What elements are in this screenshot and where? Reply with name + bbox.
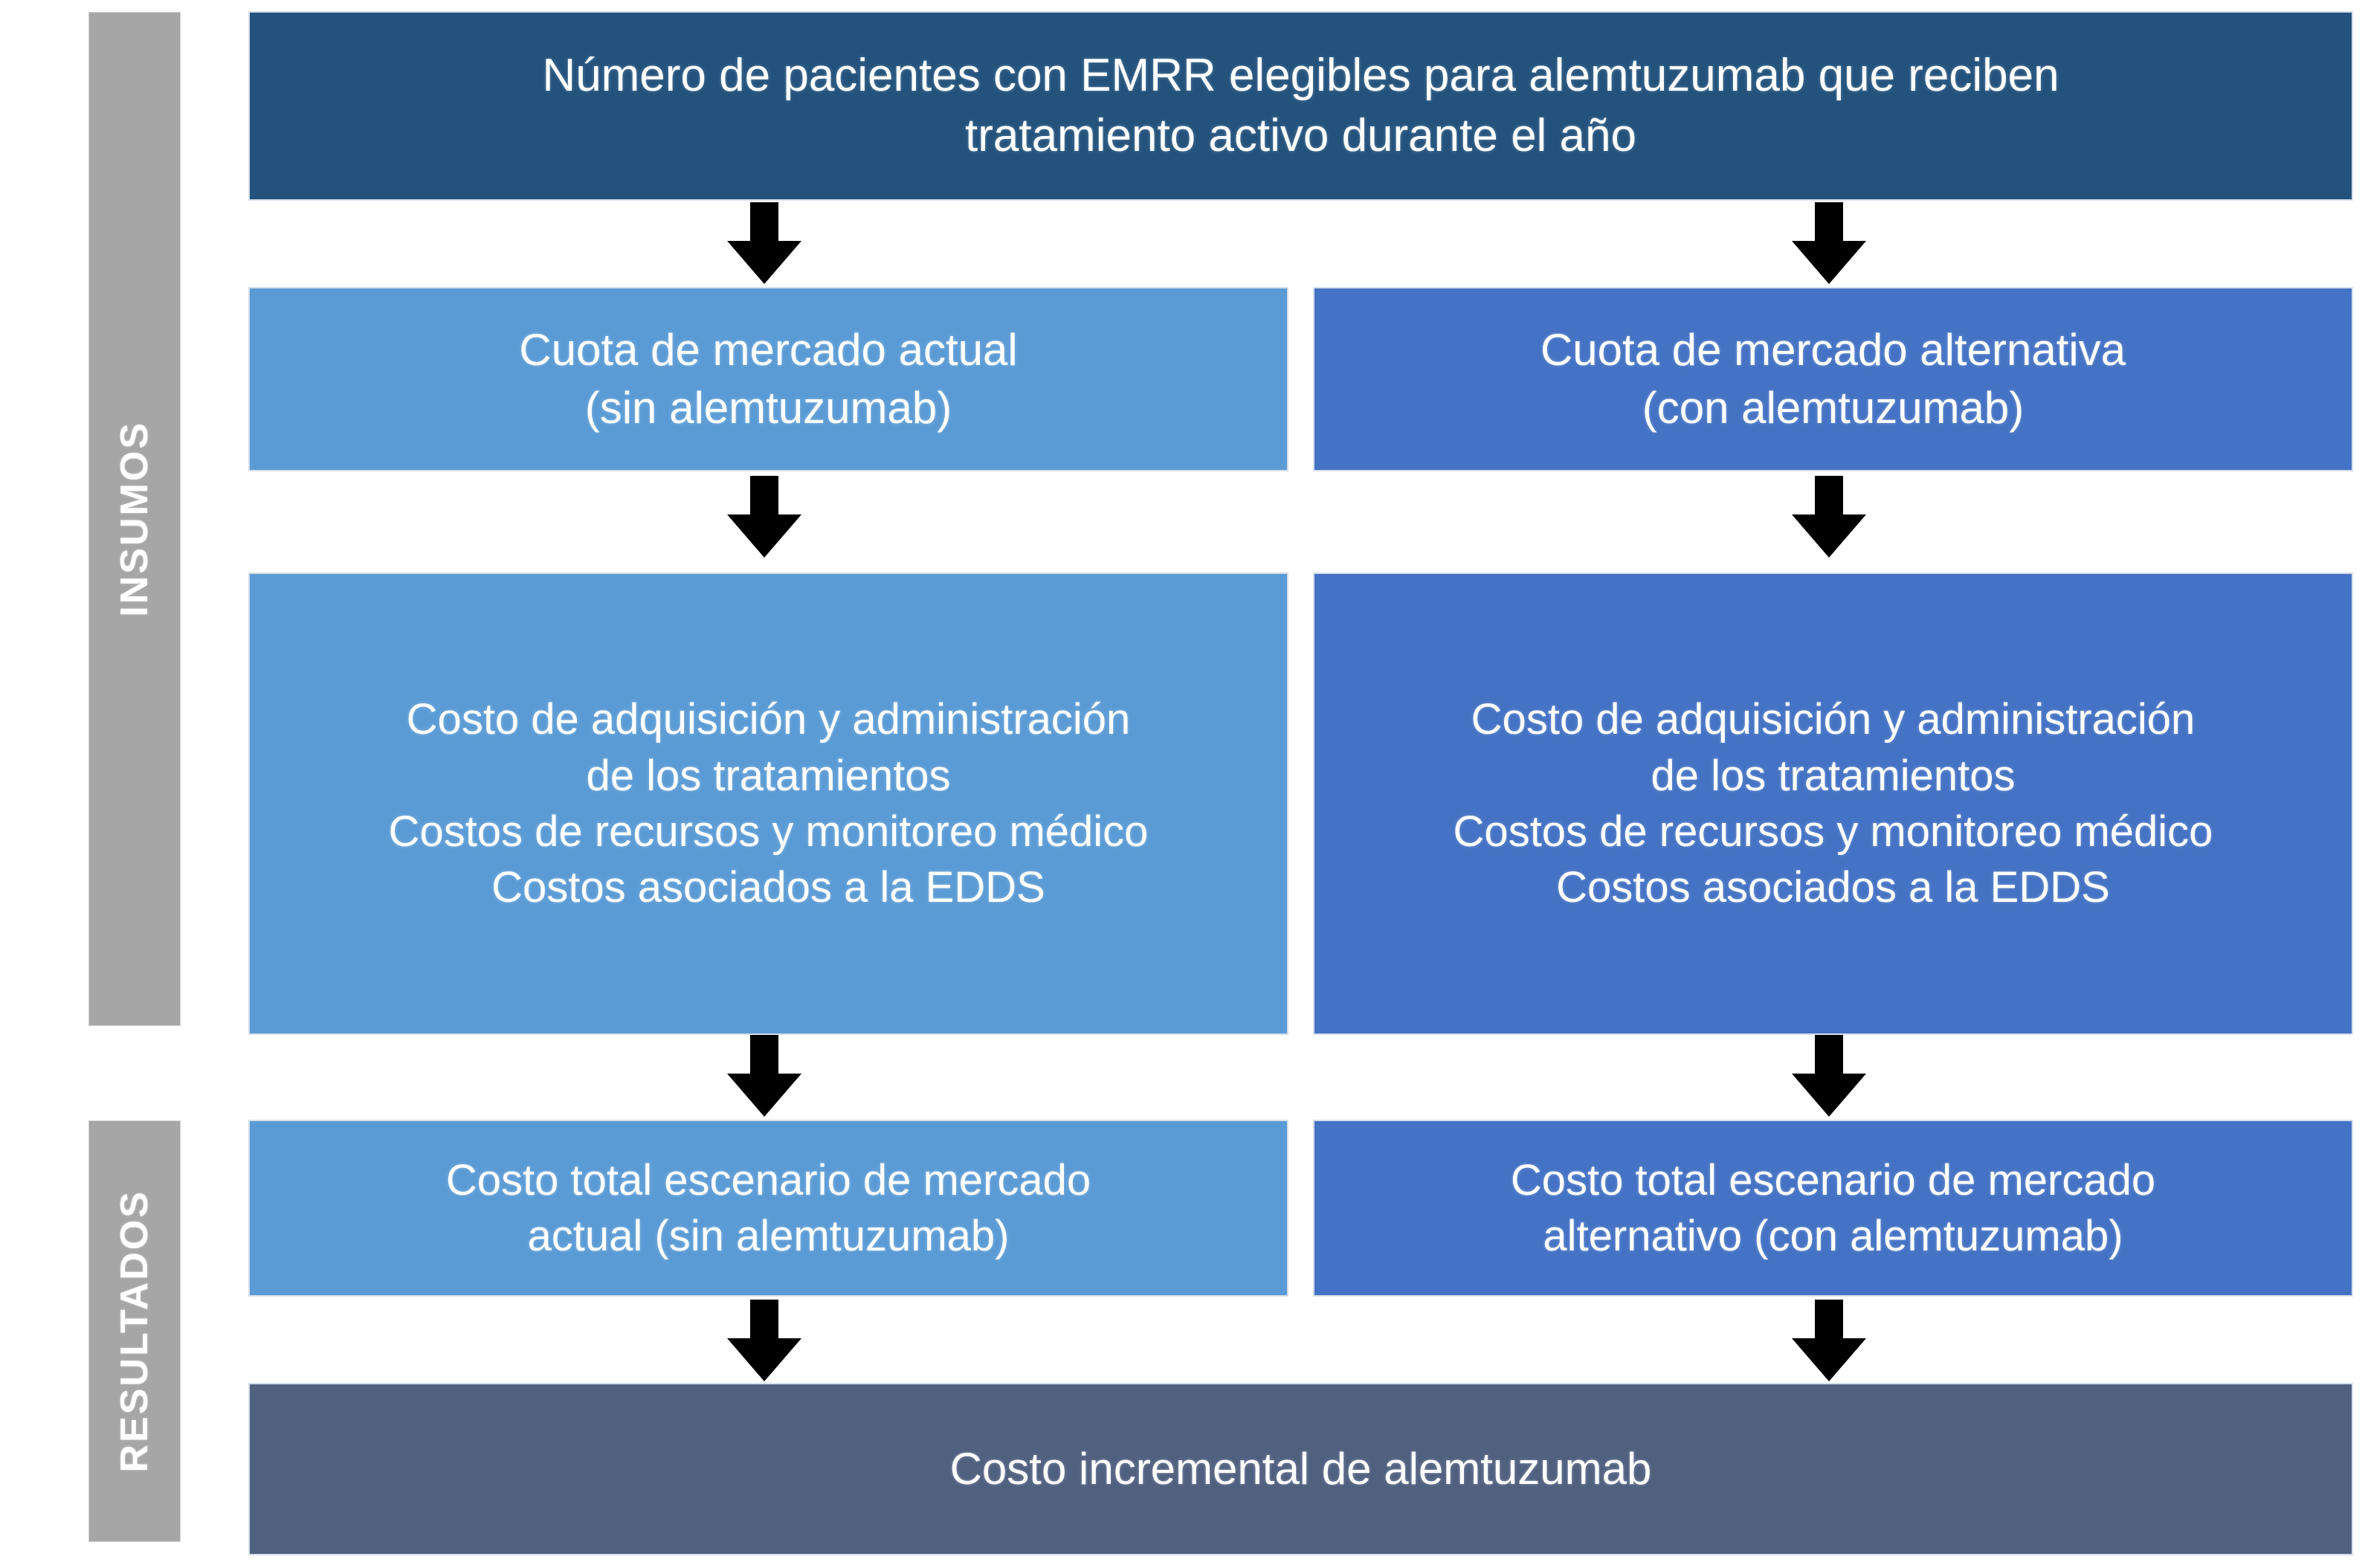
arrow-down-icon <box>1789 1035 1869 1118</box>
rail-resultados: RESULTADOS <box>89 1121 180 1541</box>
node-market-share-current: Cuota de mercado actual (sin alemtuzumab… <box>250 288 1287 470</box>
arrow-down-icon <box>1789 476 1869 559</box>
rail-insumos-label: INSUMOS <box>113 421 156 617</box>
node-cost-components-current: Costo de adquisición y administración de… <box>250 574 1287 1033</box>
node-total-cost-alternative: Costo total escenario de mercado alterna… <box>1314 1121 2352 1295</box>
node-total-cost-current: Costo total escenario de mercado actual … <box>250 1121 1287 1295</box>
node-incremental-cost: Costo incremental de alemtuzumab <box>250 1384 2352 1554</box>
rail-insumos: INSUMOS <box>89 13 180 1025</box>
arrow-down-icon <box>1789 1300 1869 1383</box>
node-cost-components-alternative: Costo de adquisición y administración de… <box>1314 574 2352 1033</box>
arrow-down-icon <box>1789 202 1869 285</box>
node-total-cost-alternative-label: Costo total escenario de mercado alterna… <box>1510 1155 2156 1260</box>
node-market-share-alternative-label: Cuota de mercado alternativa (con alemtu… <box>1540 325 2126 433</box>
rail-resultados-label: RESULTADOS <box>113 1190 156 1473</box>
node-incremental-cost-label: Costo incremental de alemtuzumab <box>949 1444 1652 1494</box>
node-market-share-current-label: Cuota de mercado actual (sin alemtuzumab… <box>519 325 1018 433</box>
arrow-down-icon <box>724 202 804 285</box>
node-cost-components-current-label: Costo de adquisición y administración de… <box>388 695 1149 912</box>
arrow-down-icon <box>724 476 804 559</box>
arrow-down-icon <box>724 1300 804 1383</box>
node-total-cost-current-label: Costo total escenario de mercado actual … <box>445 1155 1091 1260</box>
node-market-share-alternative: Cuota de mercado alternativa (con alemtu… <box>1314 288 2352 470</box>
node-eligible-patients-label: Número de pacientes con EMRR elegibles p… <box>542 49 2059 161</box>
arrow-down-icon <box>724 1035 804 1118</box>
node-eligible-patients: Número de pacientes con EMRR elegibles p… <box>250 13 2352 199</box>
node-cost-components-alternative-label: Costo de adquisición y administración de… <box>1453 695 2213 912</box>
